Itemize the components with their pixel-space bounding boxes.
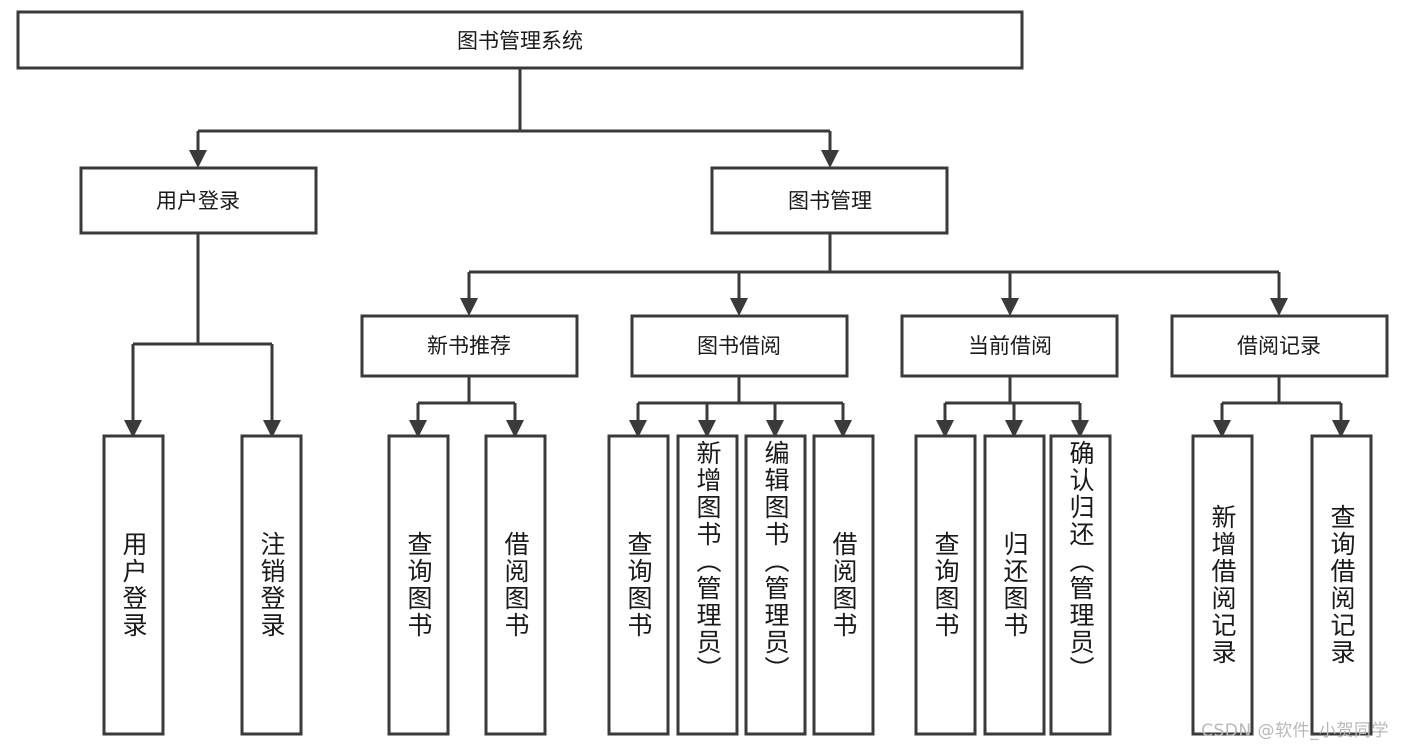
leaf-box-current-borrow-1[interactable] [983,434,1046,736]
connector-book-borrow-to-leaves [629,376,852,438]
node-current-borrow[interactable]: 当前借阅 [900,314,1119,378]
node-book-borrow[interactable]: 图书借阅 [630,314,849,378]
leaf-box-current-borrow-0[interactable] [914,434,977,736]
connector-new-book-recommend-to-leaves [409,376,524,438]
leaf-box-book-borrow-1[interactable] [676,434,739,736]
leaf-box-new-book-0[interactable] [387,434,450,736]
leaf-box-user-login-1[interactable] [240,434,303,736]
node-borrow-record-label: 借阅记录 [1237,334,1321,358]
leaf-box-book-borrow-0[interactable] [607,434,670,736]
node-borrow-record-box [1170,314,1389,378]
leaf-box-book-borrow-2[interactable] [744,434,807,736]
connector-book-management-to-level3 [460,233,1288,316]
node-user-login-label: 用户登录 [156,189,240,213]
node-new-book-recommend[interactable]: 新书推荐 [360,314,579,378]
node-new-book-recommend-box [360,314,579,378]
node-book-management[interactable]: 图书管理 [710,166,949,235]
node-new-book-recommend-label: 新书推荐 [427,334,511,358]
node-book-management-label: 图书管理 [788,189,872,213]
node-current-borrow-label: 当前借阅 [968,334,1052,358]
connector-current-borrow-to-leaves [936,376,1089,438]
node-root-label: 图书管理系统 [457,29,583,53]
node-current-borrow-box [900,314,1119,378]
connector-user-login-to-leaves [124,233,281,438]
leaf-box-book-borrow-3[interactable] [812,434,875,736]
node-book-borrow-box [630,314,849,378]
connector-borrow-record-to-leaves [1213,376,1350,438]
leaf-box-new-book-1[interactable] [484,434,547,736]
node-user-login-box [79,166,318,235]
leaf-box-user-login-0[interactable] [102,434,165,736]
node-root[interactable]: 图书管理系统 [16,10,1024,70]
node-root-box [16,10,1024,70]
node-borrow-record[interactable]: 借阅记录 [1170,314,1389,378]
watermark: CSDN @软件_小贺同学 [1201,721,1389,741]
connector-root-to-level2 [189,68,839,168]
leaf-box-borrow-record-1[interactable] [1310,434,1373,736]
leaf-box-current-borrow-2[interactable] [1049,434,1112,736]
node-user-login[interactable]: 用户登录 [79,166,318,235]
leaf-box-borrow-record-0[interactable] [1191,434,1254,736]
node-book-borrow-label: 图书借阅 [697,334,781,358]
